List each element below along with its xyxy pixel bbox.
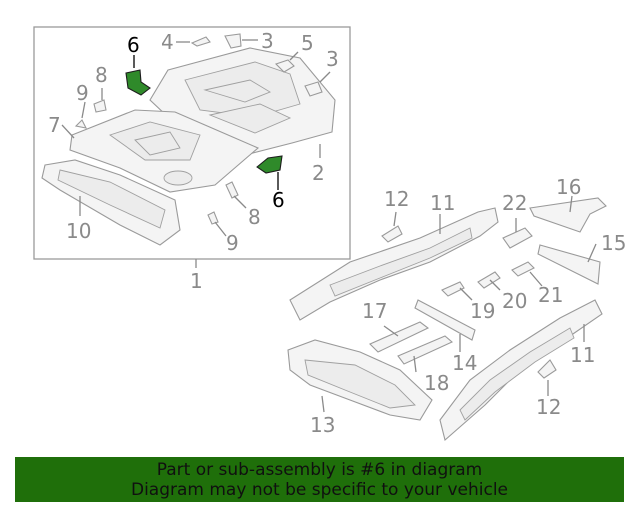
part-8-upper[interactable] (93, 99, 107, 113)
floor-crossmember[interactable] (41, 159, 181, 246)
part-5[interactable] (274, 59, 295, 73)
callout-3-upper: 3 (261, 29, 274, 53)
callout-18: 18 (424, 371, 449, 395)
front-floor-pan[interactable] (69, 109, 260, 193)
part-18[interactable] (397, 335, 454, 365)
callout-1: 1 (190, 269, 203, 293)
callout-3-lower: 3 (326, 47, 339, 71)
part-16[interactable] (529, 197, 607, 233)
callout-4: 4 (161, 30, 174, 54)
bracket-6-upper[interactable] (125, 69, 151, 96)
part-22[interactable] (502, 227, 533, 249)
banner-line-2: Diagram may not be specific to your vehi… (130, 480, 508, 500)
leader-lines (61, 39, 597, 413)
part-9-lower[interactable] (207, 211, 219, 225)
part-8-lower[interactable] (225, 181, 239, 199)
part-14[interactable] (414, 299, 476, 341)
callout-8-lower: 8 (248, 205, 261, 229)
part-12-upper[interactable] (381, 225, 403, 243)
part-12-lower[interactable] (537, 359, 557, 379)
bracket-6-lower[interactable] (256, 155, 283, 174)
side-member-upper[interactable] (289, 207, 499, 321)
part-3-lower[interactable] (304, 81, 323, 97)
parts-diagram: 1 2 3 3 4 5 6 6 7 8 8 9 9 10 11 11 12 12… (33, 26, 626, 442)
callout-6-upper: 6 (127, 33, 140, 57)
callout-14: 14 (452, 351, 477, 375)
part-17[interactable] (369, 321, 430, 353)
callout-19: 19 (470, 299, 495, 323)
banner-line-1: Part or sub-assembly is #6 in diagram (156, 460, 483, 480)
callout-8-upper: 8 (95, 63, 108, 87)
part-15[interactable] (537, 244, 601, 285)
callout-12-lower: 12 (536, 395, 561, 419)
callout-12-upper: 12 (384, 187, 409, 211)
callout-15: 15 (601, 231, 626, 255)
callout-2: 2 (312, 161, 325, 185)
subassembly-frame (33, 26, 351, 260)
callout-5: 5 (301, 31, 314, 55)
callout-16: 16 (556, 175, 581, 199)
part-19[interactable] (441, 281, 465, 297)
callout-10: 10 (66, 219, 91, 243)
callout-22: 22 (502, 191, 527, 215)
callout-20: 20 (502, 289, 527, 313)
callout-6-lower: 6 (272, 188, 285, 212)
part-4[interactable] (190, 36, 211, 47)
callout-17: 17 (362, 299, 387, 323)
callout-11-upper: 11 (430, 191, 455, 215)
side-member-lower[interactable] (439, 299, 603, 442)
callout-11-lower: 11 (570, 343, 595, 367)
notice-banner: Part or sub-assembly is #6 in diagram Di… (15, 457, 624, 502)
callout-7: 7 (48, 113, 61, 137)
rear-crossmember[interactable] (287, 339, 433, 421)
part-20[interactable] (477, 271, 501, 289)
callout-9-lower: 9 (226, 231, 239, 255)
part-3-upper[interactable] (224, 33, 242, 49)
callout-21: 21 (538, 283, 563, 307)
callout-9-upper: 9 (76, 81, 89, 105)
callout-13: 13 (310, 413, 335, 437)
part-21[interactable] (511, 261, 535, 277)
part-9-upper[interactable] (74, 119, 87, 129)
